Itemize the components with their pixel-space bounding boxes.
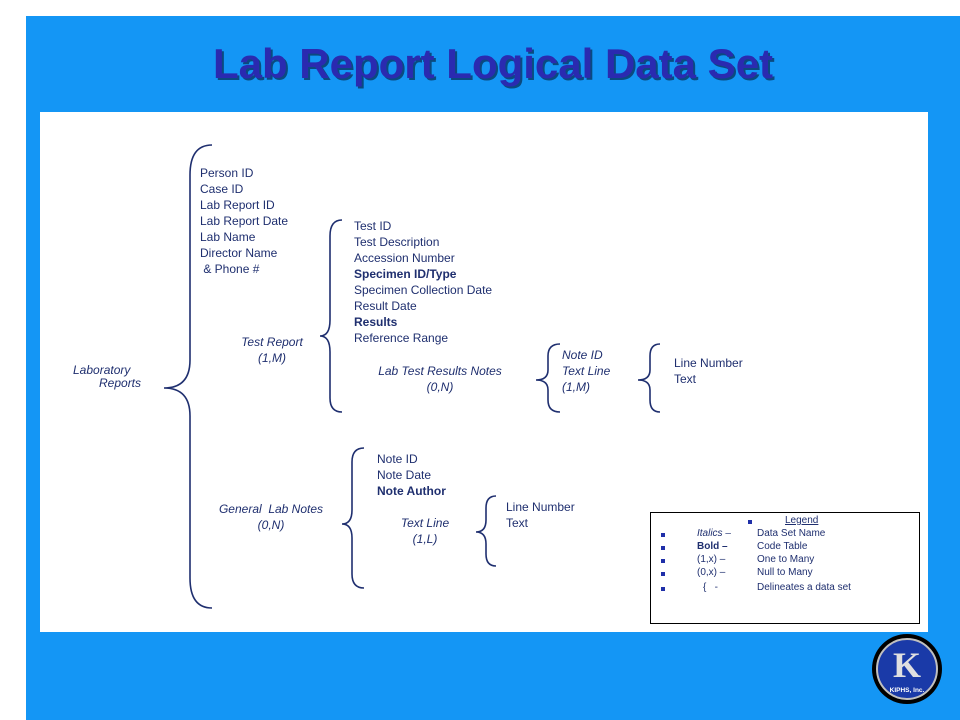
field-lab-report-date: Lab Report Date — [200, 214, 289, 228]
legend-value-null-many: Null to Many — [757, 567, 813, 578]
root-dataset-line1: Laboratory — [73, 363, 131, 377]
field-result-date: Result Date — [354, 299, 417, 313]
line-set-2: Line Number Text — [506, 499, 575, 531]
general-notes-cardinality: (0,N) — [257, 518, 285, 532]
line-set-1-text: Text — [674, 372, 697, 386]
legend-key-italics: Italics – — [697, 528, 731, 539]
general-text-line-name: Text Line — [400, 516, 450, 530]
legend-bullet — [661, 587, 665, 591]
field-test-id: Test ID — [354, 219, 392, 233]
legend-bullet — [661, 546, 665, 550]
field-accession-number: Accession Number — [354, 251, 455, 265]
legend-bullet — [748, 520, 752, 524]
general-notes-dataset: General Lab Notes (0,N) — [206, 501, 336, 533]
report-field-list: Person ID Case ID Lab Report ID Lab Repo… — [200, 165, 288, 277]
kiphs-logo: K KIPHS, Inc. — [872, 634, 942, 704]
field-note-id: Note ID — [377, 452, 418, 466]
legend-bullet — [661, 533, 665, 537]
field-director-name: Director Name — [200, 246, 278, 260]
field-specimen-collection-date: Specimen Collection Date — [354, 283, 493, 297]
general-text-line-cardinality: (1,L) — [412, 532, 438, 546]
field-person-id: Person ID — [200, 166, 254, 180]
note-set-text-line: Text Line — [562, 364, 611, 378]
field-test-description: Test Description — [354, 235, 440, 249]
legend-value-one-many: One to Many — [757, 554, 815, 565]
brace-line-set-2 — [475, 495, 497, 567]
page-title: Lab Report Logical Data Set — [212, 40, 774, 87]
field-case-id: Case ID — [200, 182, 244, 196]
field-results: Results — [354, 315, 398, 329]
note-set-note-id: Note ID — [562, 348, 603, 362]
brace-general-notes — [341, 447, 365, 589]
lab-test-notes-cardinality: (0,N) — [426, 380, 454, 394]
brace-note-set — [535, 343, 561, 413]
field-lab-name: Lab Name — [200, 230, 256, 244]
field-specimen-id-type: Specimen ID/Type — [354, 267, 457, 281]
general-text-line-dataset: Text Line (1,L) — [390, 515, 460, 547]
general-field-list: Note ID Note Date Note Author — [377, 451, 446, 499]
general-notes-name: General Lab Notes — [218, 502, 324, 516]
logo-letter: K — [893, 645, 921, 685]
legend-bullet — [661, 572, 665, 576]
lab-test-notes-dataset: Lab Test Results Notes (0,N) — [364, 363, 516, 395]
field-reference-range: Reference Range — [354, 331, 449, 345]
field-phone: & Phone # — [200, 262, 260, 276]
test-report-dataset: Test Report (1,M) — [232, 334, 312, 366]
legend-key-null-many: (0,x) – — [697, 567, 726, 578]
legend-bullet — [661, 559, 665, 563]
line-set-1: Line Number Text — [674, 355, 743, 387]
test-field-list: Test ID Test Description Accession Numbe… — [354, 218, 492, 346]
legend-key-one-many: (1,x) – — [697, 554, 726, 565]
legend-value-bold: Code Table — [757, 541, 808, 552]
field-note-author: Note Author — [377, 484, 446, 498]
legend-title: Legend — [785, 515, 819, 526]
field-note-date: Note Date — [377, 468, 432, 482]
logo-company: KIPHS, Inc. — [890, 687, 925, 694]
legend-key-bold: Bold – — [697, 541, 728, 552]
field-lab-report-id: Lab Report ID — [200, 198, 275, 212]
legend-key-brace: { - — [703, 582, 719, 593]
line-set-2-text: Text — [506, 516, 529, 530]
lab-test-notes-name: Lab Test Results Notes — [378, 364, 502, 378]
legend-value-brace: Delineates a data set — [757, 582, 851, 593]
brace-laboratory-reports — [163, 144, 213, 609]
root-dataset-line2: Reports — [99, 376, 142, 390]
test-report-cardinality: (1,M) — [258, 351, 286, 365]
legend-value-italics: Data Set Name — [757, 528, 826, 539]
legend-box: Legend Italics – Data Set Name Bold – Co… — [650, 512, 920, 624]
note-set: Note ID Text Line (1,M) — [562, 347, 610, 395]
brace-line-set-1 — [637, 343, 661, 413]
line-set-1-line-number: Line Number — [674, 356, 743, 370]
line-set-2-line-number: Line Number — [506, 500, 575, 514]
test-report-name: Test Report — [241, 335, 303, 349]
note-set-cardinality: (1,M) — [562, 380, 590, 394]
brace-test-report — [319, 219, 343, 413]
